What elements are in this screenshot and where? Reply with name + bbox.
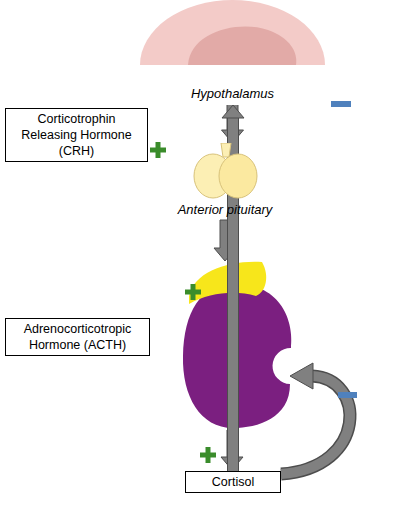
organ-label: Hypothalamus [140,86,325,101]
arrow-head [222,105,244,118]
hypothalamus-shape [140,0,325,66]
pituitary-stalk [221,143,231,157]
hypothalamus-outer [140,0,325,65]
pituitary-node: Anterior pituitary [165,143,285,219]
plus-sign [185,284,201,300]
box-text: Adrenocorticotropic Hormone (ACTH) [12,321,143,353]
text-box: Corticotrophin Releasing Hormone (CRH) [5,108,148,162]
minus-sign [331,101,351,107]
plus-sign [200,447,216,463]
plus-sign [150,142,166,158]
hypothalamus-inner [188,27,296,65]
pituitary-shape [165,143,285,201]
pituitary-lobe [219,154,257,198]
arrow-head [290,363,313,389]
hypothalamus-node: Hypothalamus [140,0,325,105]
feedback-arrow [281,376,350,474]
feedback-arrow [281,376,350,474]
minus-sign [338,392,357,398]
box-text: Corticotrophin Releasing Hormone (CRH) [12,111,141,159]
organ-label: Anterior pituitary [165,202,285,217]
text-box: Cortisol [185,471,281,493]
box-text: Cortisol [192,474,274,490]
text-box: Adrenocorticotropic Hormone (ACTH) [5,318,150,356]
